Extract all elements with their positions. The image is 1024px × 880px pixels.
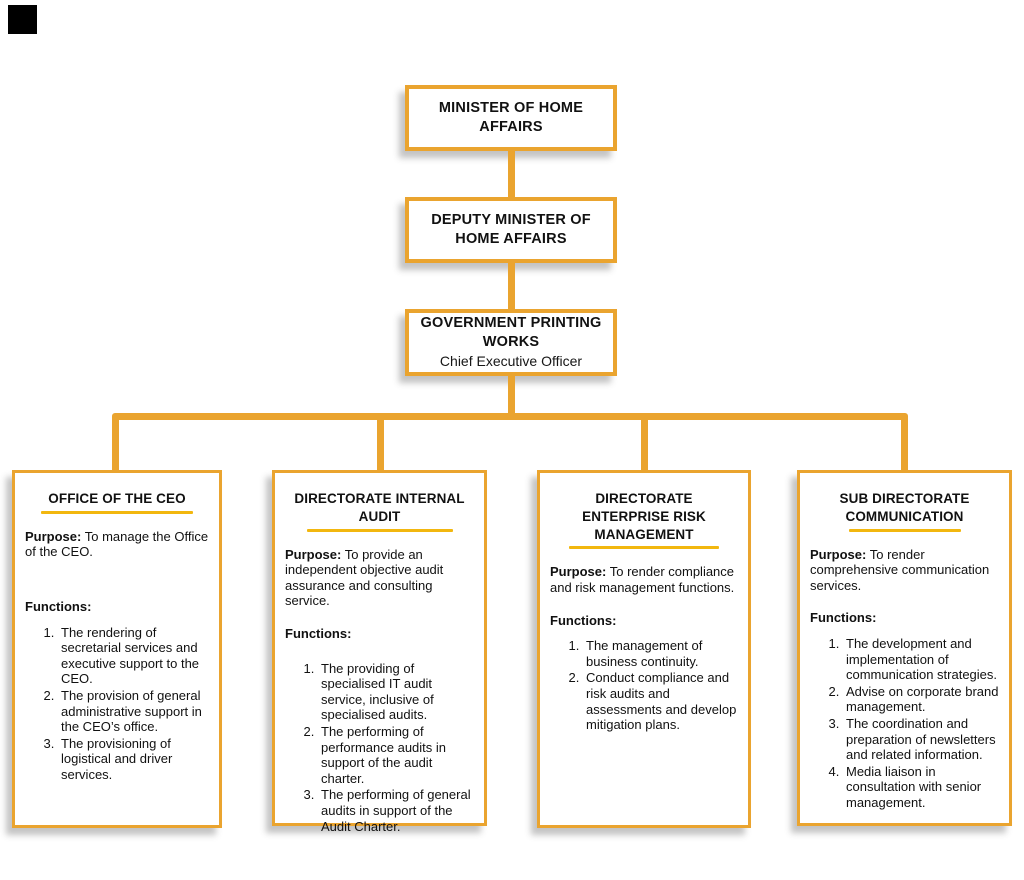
functions-list: The management of business continuity. C… (550, 638, 738, 733)
functions-list: The rendering of secretarial services an… (25, 625, 209, 783)
function-item: The provisioning of logistical and drive… (58, 736, 209, 783)
functions-list: The development and implementation of co… (810, 636, 999, 811)
function-item: The providing of specialised IT audit se… (318, 661, 474, 723)
dept-title: SUB DIRECTORATE COMMUNICATION (839, 491, 970, 524)
title-underline (306, 528, 453, 532)
dept-card-sub-directorate-communication: SUB DIRECTORATE COMMUNICATION Purpose: T… (797, 470, 1012, 826)
title-underline (41, 510, 193, 514)
node-title: DEPUTY MINISTER OF HOME AFFAIRS (431, 211, 591, 247)
function-item: The rendering of secretarial services an… (58, 625, 209, 687)
function-item: The performing of general audits in supp… (318, 787, 474, 834)
dept-card-directorate-enterprise-risk-management: DIRECTORATE ENTERPRISE RISK MANAGEMENT P… (537, 470, 751, 828)
node-deputy-minister: DEPUTY MINISTER OF HOME AFFAIRS (405, 197, 617, 263)
function-item: Advise on corporate brand management. (843, 684, 999, 715)
function-item: Media liaison in consultation with senio… (843, 764, 999, 811)
connector-drop-office-ceo (112, 416, 119, 471)
connector-drop-internal-audit (377, 416, 384, 471)
connector-deputy-ceo (508, 262, 515, 310)
function-item: The management of business continuity. (583, 638, 738, 669)
functions-heading: Functions: (25, 599, 92, 614)
dept-title: DIRECTORATE ENTERPRISE RISK MANAGEMENT (582, 491, 706, 542)
dept-card-directorate-internal-audit: DIRECTORATE INTERNAL AUDIT Purpose: To p… (272, 470, 487, 834)
connector-ceo-branch (508, 374, 515, 416)
function-item: The performing of performance audits in … (318, 724, 474, 786)
functions-heading: Functions: (550, 612, 617, 628)
purpose-text: Purpose: To provide an independent objec… (285, 546, 444, 609)
purpose-text: Purpose: To render comprehensive communi… (810, 546, 990, 593)
connector-horizontal-bar (112, 413, 908, 420)
function-item: The development and implementation of co… (843, 636, 999, 683)
purpose-text: Purpose: To manage the Office of the CEO… (25, 528, 209, 560)
node-government-printing-works: GOVERNMENT PRINTING WORKS Chief Executiv… (405, 309, 617, 376)
functions-heading: Functions: (810, 610, 877, 626)
dept-title: OFFICE OF THE CEO (48, 491, 186, 506)
function-item: The provision of general administrative … (58, 688, 209, 735)
purpose-label: Purpose: (285, 546, 342, 562)
connector-drop-communication (901, 416, 908, 471)
dept-card-office-of-the-ceo: OFFICE OF THE CEO Purpose: To manage the… (12, 470, 222, 828)
purpose-label: Purpose: (550, 564, 607, 580)
node-minister-of-home-affairs: MINISTER OF HOME AFFAIRS (405, 85, 617, 151)
dept-title: DIRECTORATE INTERNAL AUDIT (294, 491, 465, 524)
function-item: The coordination and preparation of news… (843, 716, 999, 763)
node-title: MINISTER OF HOME AFFAIRS (438, 99, 584, 135)
functions-heading: Functions: (285, 626, 352, 641)
function-item: Conduct compliance and risk audits and a… (583, 670, 738, 732)
black-square-marker (8, 5, 37, 34)
connector-minister-deputy (508, 150, 515, 198)
node-title: GOVERNMENT PRINTING WORKS (420, 315, 602, 351)
title-underline (569, 546, 719, 550)
purpose-label: Purpose: (810, 546, 867, 562)
connector-drop-risk-management (641, 416, 648, 471)
purpose-text: Purpose: To render compliance and risk m… (550, 564, 735, 596)
purpose-label: Purpose: (25, 528, 82, 544)
title-underline (848, 528, 961, 532)
node-subtitle: Chief Executive Officer (439, 353, 583, 370)
functions-list: The providing of specialised IT audit se… (285, 661, 474, 835)
